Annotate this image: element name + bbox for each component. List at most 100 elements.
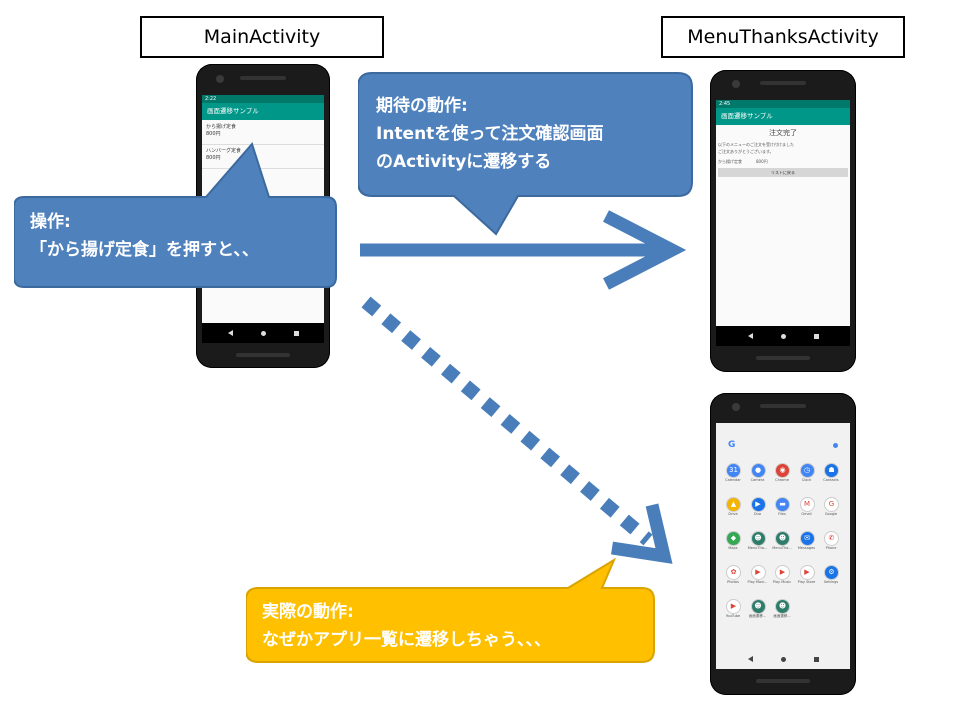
thanks-message-line2: ご注文ありがとうございます。 <box>718 149 774 154</box>
app-label: Play Movi... <box>747 580 768 584</box>
app-label: 画面遷移... <box>748 614 767 618</box>
app-icon[interactable]: ☻ <box>750 599 766 614</box>
front-camera <box>732 403 740 411</box>
phone-thanks-screen: 2:45 画面遷移サンプル 注文完了 以下のメニューのご注文を受け付けました ご… <box>716 100 850 346</box>
recents-icon[interactable] <box>813 333 819 339</box>
app-label: Clock <box>801 478 812 482</box>
app-bar-title: 画面遷移サンプル <box>202 103 324 120</box>
list-item[interactable]: ハンバーグ定食 800円 <box>202 147 324 169</box>
actual-callout <box>246 558 655 663</box>
chin-grille <box>756 679 810 683</box>
expected-callout-line2: Intentを使って注文確認画面 <box>376 124 604 144</box>
status-bar: 2:45 <box>716 100 850 108</box>
app-label: Settings <box>823 580 839 584</box>
app-label: Camera <box>750 478 765 482</box>
app-icon[interactable]: ☻ <box>775 599 790 614</box>
app-icon[interactable]: ▶ <box>775 565 790 580</box>
order-item-name: から揚げ定食 <box>718 159 742 164</box>
menu-item-price: 800円 <box>206 131 221 137</box>
app-label: Phone <box>825 546 837 550</box>
app-icon[interactable]: M <box>799 497 815 512</box>
app-icon[interactable]: ◆ <box>726 531 741 546</box>
navigation-bar <box>716 649 850 669</box>
recents-icon[interactable] <box>813 656 819 662</box>
app-label: Play Music <box>772 580 792 584</box>
app-icon[interactable]: ◉ <box>775 463 790 478</box>
app-label: Play Store <box>797 580 816 584</box>
app-label: Files <box>778 512 786 516</box>
speaker-grille <box>760 404 806 408</box>
app-icon[interactable]: ▶ <box>799 565 815 580</box>
app-label: MenuTha... <box>772 546 792 550</box>
app-icon[interactable]: 31 <box>726 463 741 478</box>
app-icon[interactable]: ☗ <box>824 463 839 478</box>
app-icon[interactable]: G <box>824 497 839 512</box>
app-icon[interactable]: ✆ <box>824 531 839 546</box>
status-bar: 2:22 <box>202 95 324 103</box>
list-item[interactable]: から揚げ定食 800円 <box>202 123 324 145</box>
app-icon[interactable]: ▶ <box>750 565 766 580</box>
recents-icon[interactable] <box>293 330 299 336</box>
speaker-grille <box>760 81 806 85</box>
navigation-bar <box>202 323 324 343</box>
expected-callout-line3: のActivityに遷移する <box>376 152 552 172</box>
app-icon[interactable]: ◷ <box>799 463 815 478</box>
app-icon[interactable]: ▶ <box>726 599 741 614</box>
main-activity-label: MainActivity <box>140 16 384 58</box>
phone-menu-thanks-activity: 2:45 画面遷移サンプル 注文完了 以下のメニューのご注文を受け付けました ご… <box>710 70 856 372</box>
app-icon[interactable]: ▬ <box>775 497 790 512</box>
front-camera <box>732 80 740 88</box>
back-icon[interactable] <box>747 656 753 662</box>
google-search-icon: G <box>728 440 736 450</box>
app-icon[interactable]: ▶ <box>750 497 766 512</box>
app-icon[interactable]: ✿ <box>726 565 741 580</box>
menu-item-name: から揚げ定食 <box>206 124 237 130</box>
menu-thanks-activity-label: MenuThanksActivity <box>661 16 905 58</box>
back-icon[interactable] <box>227 330 233 336</box>
actual-callout-line2: なぜかアプリ一覧に遷移しちゃう、、、 <box>262 630 551 650</box>
operation-callout <box>14 142 337 288</box>
thanks-message-line1: 以下のメニューのご注文を受け付けました <box>718 142 794 147</box>
home-icon[interactable] <box>260 330 266 336</box>
app-label: YouTube <box>725 614 741 618</box>
operation-callout-line2: 「から揚げ定食」を押すと、、 <box>30 240 259 260</box>
speaker-grille <box>240 76 286 80</box>
navigation-bar <box>716 326 850 346</box>
order-item-price: 800円 <box>756 159 768 164</box>
app-icon[interactable]: ✉ <box>799 531 815 546</box>
menu-item-price: 800円 <box>206 155 221 161</box>
app-label: MenuTha... <box>747 546 768 550</box>
app-bar-title: 画面遷移サンプル <box>716 108 850 125</box>
app-label: Chrome <box>775 478 789 482</box>
expected-callout <box>358 72 693 236</box>
app-label: Photos <box>727 580 739 584</box>
app-icon[interactable]: ▲ <box>726 497 741 512</box>
app-label: Maps <box>728 546 738 550</box>
back-icon[interactable] <box>747 333 753 339</box>
app-icon[interactable]: ☻ <box>775 531 790 546</box>
app-label: 画面遷移... <box>773 614 791 618</box>
app-label: Messages <box>797 546 816 550</box>
app-label: Duo <box>753 512 762 516</box>
app-label: Calendar <box>725 478 741 482</box>
chin-grille <box>236 353 290 357</box>
back-to-list-button[interactable]: リストに戻る <box>718 168 848 177</box>
home-icon[interactable] <box>780 333 786 339</box>
app-label: Contacts <box>823 478 839 482</box>
operation-callout-line1: 操作: <box>30 212 71 232</box>
actual-flow-arrow <box>361 296 673 564</box>
app-label: Drive <box>728 512 738 516</box>
app-icon[interactable]: ⚙ <box>824 565 839 580</box>
front-camera <box>216 75 224 83</box>
app-icon[interactable]: ● <box>750 463 766 478</box>
assistant-icon[interactable] <box>833 443 838 448</box>
search-bar[interactable]: G <box>722 439 844 453</box>
home-icon[interactable] <box>780 656 786 662</box>
app-icon[interactable]: ☻ <box>750 531 766 546</box>
chin-grille <box>756 356 810 360</box>
app-label: Google <box>824 512 838 516</box>
menu-item-name: ハンバーグ定食 <box>206 148 242 154</box>
expected-callout-line1: 期待の動作: <box>376 96 468 116</box>
